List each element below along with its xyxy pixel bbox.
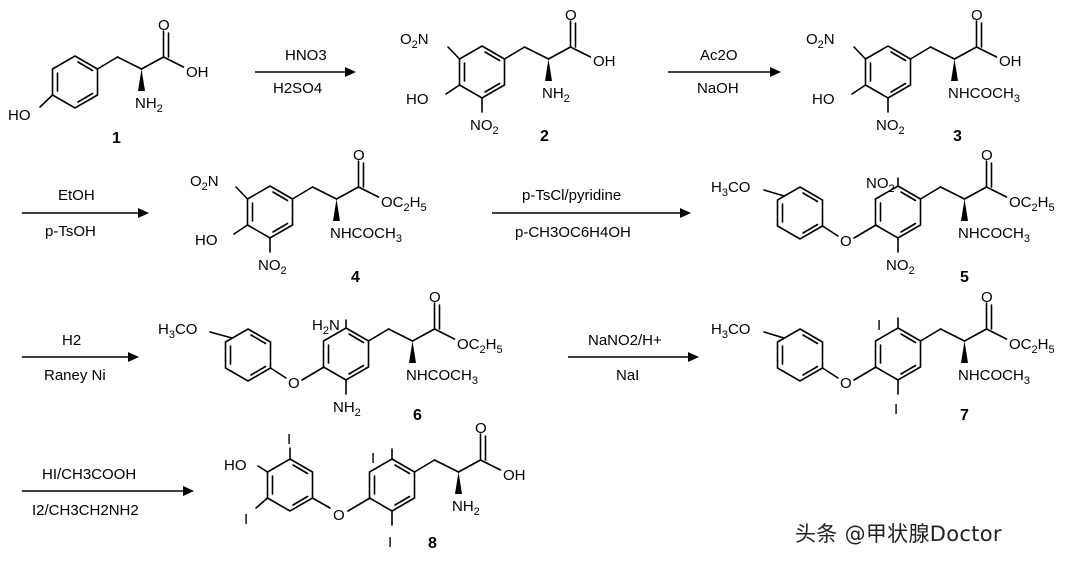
svg-text:H3CO: H3CO: [711, 321, 750, 341]
step-6-arrow: [568, 352, 699, 362]
svg-text:I: I: [244, 511, 248, 528]
svg-text:O: O: [840, 233, 852, 250]
compound-5-label: 5: [960, 269, 969, 286]
step-1-arrow: [255, 67, 356, 77]
step-4-reagent-top: p-TsCl/pyridine: [522, 187, 621, 204]
svg-text:H2N: H2N: [312, 317, 340, 337]
svg-text:I: I: [287, 431, 291, 448]
svg-text:I: I: [371, 450, 375, 467]
svg-text:NHCOCH3: NHCOCH3: [948, 85, 1020, 105]
svg-text:OH: OH: [503, 467, 526, 484]
step-3-reagent-top: EtOH: [58, 187, 95, 204]
svg-text:NHCOCH3: NHCOCH3: [958, 367, 1030, 387]
svg-text:O: O: [971, 7, 983, 24]
step-5-arrow: [22, 352, 139, 362]
svg-text:H3CO: H3CO: [711, 179, 750, 199]
svg-text:I: I: [894, 401, 898, 418]
svg-text:OH: OH: [593, 53, 616, 70]
step-7-reagent-top: HI/CH3COOH: [42, 466, 136, 483]
svg-text:OC2H5: OC2H5: [1009, 336, 1055, 356]
compound-1-label: 1: [112, 130, 121, 147]
svg-text:H3CO: H3CO: [158, 321, 197, 341]
svg-text:O: O: [429, 289, 441, 306]
svg-text:OC2H5: OC2H5: [1009, 194, 1055, 214]
step-2-reagent-bottom: NaOH: [697, 80, 739, 97]
compound-4-structure: O2N HO NO2 O OC2H5 NHCOCH3: [190, 147, 427, 277]
compound-7-label: 7: [960, 407, 969, 424]
step-1-reagent-bottom: H2SO4: [273, 80, 322, 97]
svg-text:HO: HO: [812, 91, 835, 108]
svg-text:OC2H5: OC2H5: [381, 194, 427, 214]
compound-2-label: 2: [540, 128, 549, 145]
compound-4-label: 4: [351, 269, 360, 286]
svg-text:NO2: NO2: [258, 257, 287, 277]
step-5-reagent-bottom: Raney Ni: [44, 367, 106, 384]
svg-text:OH: OH: [186, 64, 209, 81]
svg-text:NH2: NH2: [542, 85, 570, 105]
svg-text:NHCOCH3: NHCOCH3: [958, 225, 1030, 245]
compound-3-structure: O2N HO NO2 O OH NHCOCH3: [806, 7, 1022, 137]
step-1-reagent-top: HNO3: [285, 47, 327, 64]
svg-text:O: O: [353, 147, 365, 164]
svg-text:NO2: NO2: [886, 257, 915, 277]
step-6-reagent-top: NaNO2/H+: [588, 332, 662, 349]
step-7-arrow: [22, 486, 194, 496]
svg-text:O2N: O2N: [400, 31, 429, 51]
svg-text:O2N: O2N: [190, 173, 219, 193]
svg-text:O: O: [475, 420, 487, 437]
compound-2-structure: O2N HO NO2 O OH NH2: [400, 7, 616, 137]
compound-6-label: 6: [413, 407, 422, 424]
svg-text:HO: HO: [8, 107, 31, 124]
compound-1-structure: HO O OH NH2: [8, 17, 209, 124]
compound-6-structure: H3CO O H2N NH2 O OC2H5 NHCOCH3: [158, 289, 503, 419]
svg-text:HO: HO: [195, 232, 218, 249]
svg-text:OH: OH: [999, 53, 1022, 70]
svg-text:HO: HO: [406, 91, 429, 108]
svg-text:NO2: NO2: [866, 175, 895, 195]
svg-text:NO2: NO2: [876, 117, 905, 137]
step-6-reagent-bottom: NaI: [616, 367, 639, 384]
step-2-reagent-top: Ac2O: [700, 47, 738, 64]
compound-5-structure: H3CO O NO2 NO2 O OC2H5 NHCOCH3: [711, 147, 1055, 277]
svg-text:NHCOCH3: NHCOCH3: [406, 367, 478, 387]
svg-text:O: O: [288, 375, 300, 392]
svg-text:NH2: NH2: [452, 498, 480, 518]
svg-text:NHCOCH3: NHCOCH3: [330, 225, 402, 245]
svg-text:O: O: [840, 375, 852, 392]
svg-text:NH2: NH2: [333, 399, 361, 419]
watermark: 头条 @甲状腺Doctor: [795, 522, 1002, 546]
svg-text:O: O: [158, 17, 170, 34]
svg-text:NH2: NH2: [135, 95, 163, 115]
svg-text:O: O: [565, 7, 577, 24]
svg-text:NO2: NO2: [470, 117, 499, 137]
step-3-reagent-bottom: p-TsOH: [45, 223, 96, 240]
compound-7-structure: H3CO O I I O OC2H5 NHCOCH3: [711, 289, 1055, 418]
svg-text:I: I: [877, 317, 881, 334]
svg-text:O2N: O2N: [806, 31, 835, 51]
step-2-arrow: [668, 67, 781, 77]
svg-text:I: I: [388, 534, 392, 551]
svg-text:OC2H5: OC2H5: [457, 336, 503, 356]
step-4-arrow: [492, 208, 691, 218]
compound-3-label: 3: [953, 128, 962, 145]
step-5-reagent-top: H2: [62, 332, 81, 349]
compound-8-structure: HO I I O I I O OH NH2: [224, 420, 526, 551]
compound-8-label: 8: [428, 535, 437, 552]
svg-text:O: O: [981, 289, 993, 306]
svg-text:O: O: [333, 507, 345, 524]
svg-text:HO: HO: [224, 457, 247, 474]
step-7-reagent-bottom: I2/CH3CH2NH2: [32, 502, 139, 519]
step-4-reagent-bottom: p-CH3OC6H4OH: [515, 224, 631, 241]
svg-text:O: O: [981, 147, 993, 164]
step-3-arrow: [22, 208, 149, 218]
